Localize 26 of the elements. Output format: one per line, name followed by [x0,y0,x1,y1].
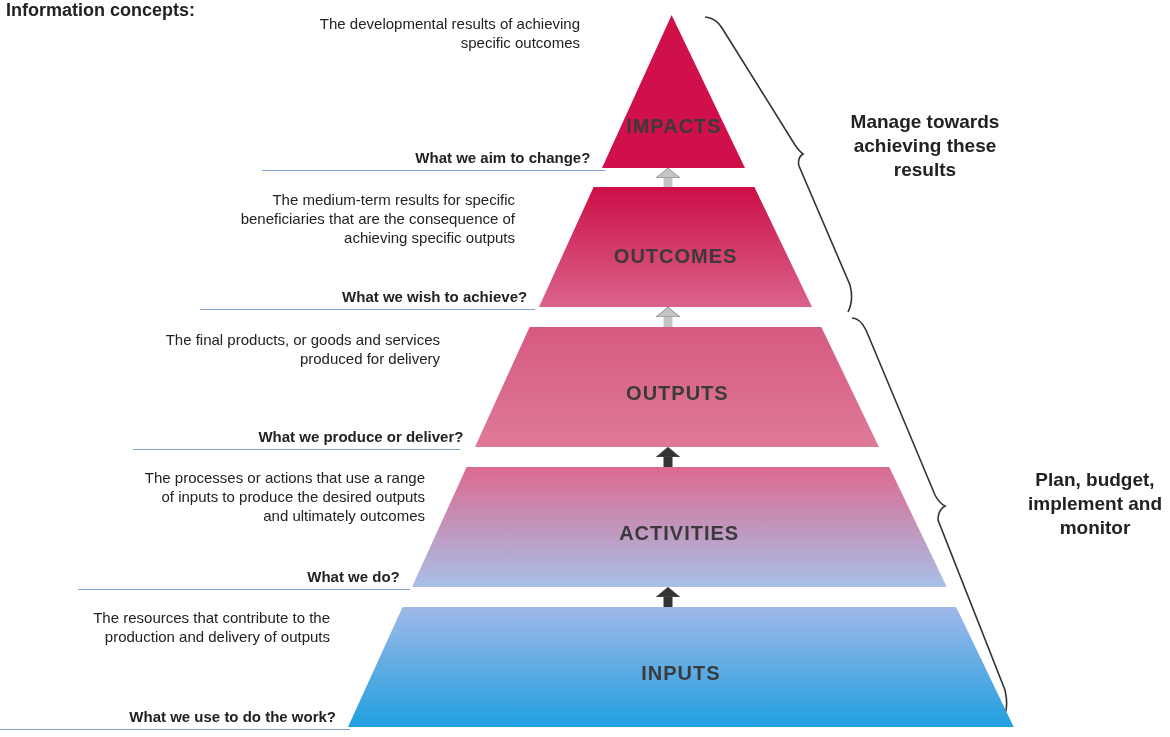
tier-description: The final products, or goods and services produced for delivery [164,330,440,368]
tier-label: ACTIVITIES [618,522,741,545]
tier-label: OUTCOMES [612,245,739,268]
tier-description: The processes or actions that use a range of inputs to produce the desired outputs and ultimately outcomes [143,468,425,525]
pyramid-tier [475,327,880,447]
tier-label: OUTPUTS [625,382,730,405]
arrow [655,586,681,607]
pyramid-tier [348,607,1014,727]
arrow [655,167,681,187]
arrow [655,306,681,327]
guiding-question: What we use to do the work? [129,708,337,725]
guiding-question: What we produce or deliver? [258,428,464,445]
guiding-question: What we do? [307,568,400,585]
tier-label: INPUTS [640,662,722,685]
arrow [655,446,681,467]
side-note: Plan, budget, implement and monitor [1026,468,1164,540]
pyramid-tier [539,187,813,307]
tier-description: The developmental results of achieving specific outcomes [318,14,580,52]
pyramid-apex-triangle [602,15,746,168]
tier-label: IMPACTS [625,115,723,138]
tier-description: The resources that contribute to the production and delivery of outputs [92,608,330,646]
title: Information concepts: [6,0,195,21]
guiding-question: What we aim to change? [415,149,591,166]
tier-description: The medium-term results for specific beneficiaries that are the consequence of achieving specific outputs [239,190,515,247]
guiding-question: What we wish to achieve? [342,288,528,305]
side-note: Manage towards achieving these results [849,110,1001,182]
